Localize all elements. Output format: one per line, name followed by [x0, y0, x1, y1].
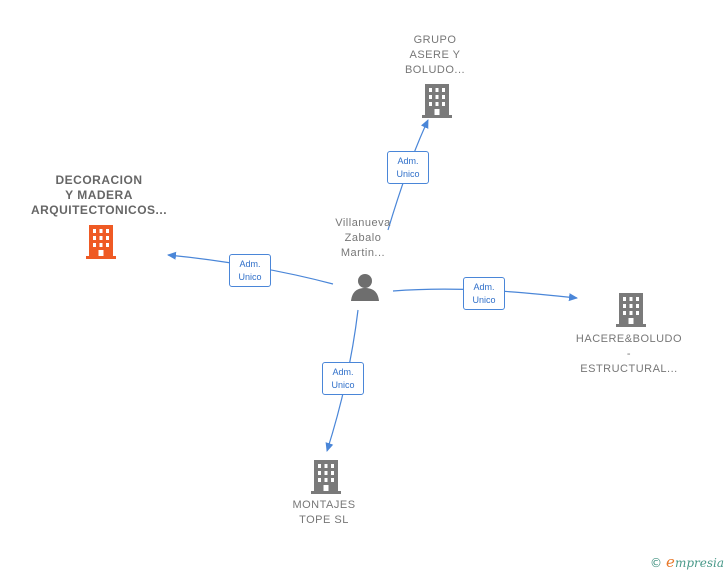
empresia-brand: ©empresia [650, 553, 724, 571]
brand-name: mpresia [674, 556, 724, 570]
person-name[interactable]: Villanueva Zabalo Martin... [335, 217, 391, 259]
building-icon[interactable] [311, 460, 341, 494]
copyright-icon: © [650, 556, 663, 570]
company-label-hacere[interactable]: HACERE&BOLUDO - ESTRUCTURAL... [575, 333, 683, 375]
person-icon[interactable] [350, 272, 380, 302]
brand-initial: e [666, 553, 675, 571]
company-label-grupo[interactable]: GRUPO ASERE Y BOLUDO... [404, 34, 466, 76]
company-label-montajes[interactable]: MONTAJES TOPE SL [292, 499, 356, 526]
building-icon[interactable] [422, 84, 452, 118]
relation-badge-decoracion[interactable]: Adm. Unico [229, 254, 271, 287]
relation-badge-hacere[interactable]: Adm. Unico [463, 277, 505, 310]
company-label-decoracion[interactable]: DECORACION Y MADERA ARQUITECTONICOS... [30, 173, 168, 217]
relation-badge-grupo[interactable]: Adm. Unico [387, 151, 429, 184]
relation-badge-montajes[interactable]: Adm. Unico [322, 362, 364, 395]
building-icon[interactable] [616, 293, 646, 327]
building-icon[interactable] [86, 225, 116, 259]
